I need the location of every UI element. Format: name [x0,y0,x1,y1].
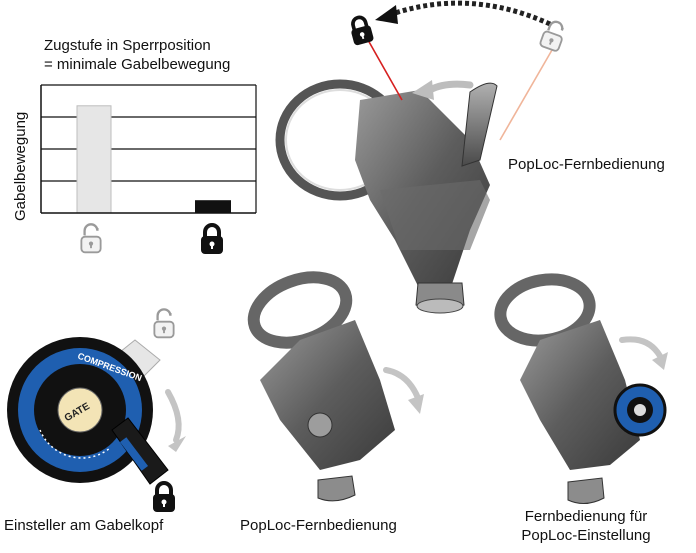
lock-indicator-line-red [367,39,403,101]
chart-bar-closed-lock [195,200,231,213]
lock-open-icon-top [538,17,569,54]
chart-title-line2: = minimale Gabelbewegung [44,56,231,73]
label-remote-bottom: PopLoc-Fernbedienung [240,517,397,534]
lock-switch-dotted-arrow [391,0,552,27]
chart-category-open-lock-icon [80,223,102,254]
lock-closed-icon-top [346,12,376,48]
label-adjuster: Einsteller am Gabelkopf [4,517,164,534]
lock-indicator-line-peach [499,49,553,141]
chart-title-line1: Zugstufe in Sperrposition [44,37,211,54]
lever-rotation-arrow [426,80,474,94]
dial-rotation-arrow [165,389,182,443]
chart-bar-open-lock [76,105,112,214]
dial-open-lock-icon [153,308,175,339]
dial-lever-closed-position [111,417,169,485]
chart-category-closed-lock-icon [201,225,223,254]
remote-body-middle [260,320,395,470]
dial-center-cap [57,387,103,433]
chart-bars [76,105,231,214]
rotation-arrow-middle [383,367,421,401]
dial-closed-lock-icon [153,483,175,512]
bar-chart [40,84,257,254]
remote-lever-bottom-right [494,273,668,504]
label-remote-setting-line2: PopLoc-Einstellung [521,527,651,544]
chart-grid [41,116,256,182]
dotted-arrow-head [375,5,398,24]
remote-lever-top [275,0,569,314]
label-remote-setting-line1: Fernbedienung für [524,508,648,525]
label-remote-top: PopLoc-Fernbedienung [508,156,665,173]
remote-body-right [520,320,640,470]
remote-paddle [461,82,498,167]
rotation-arrow-right [619,336,663,359]
compression-dial [7,308,186,512]
remote-lever-bottom-middle [247,271,424,502]
